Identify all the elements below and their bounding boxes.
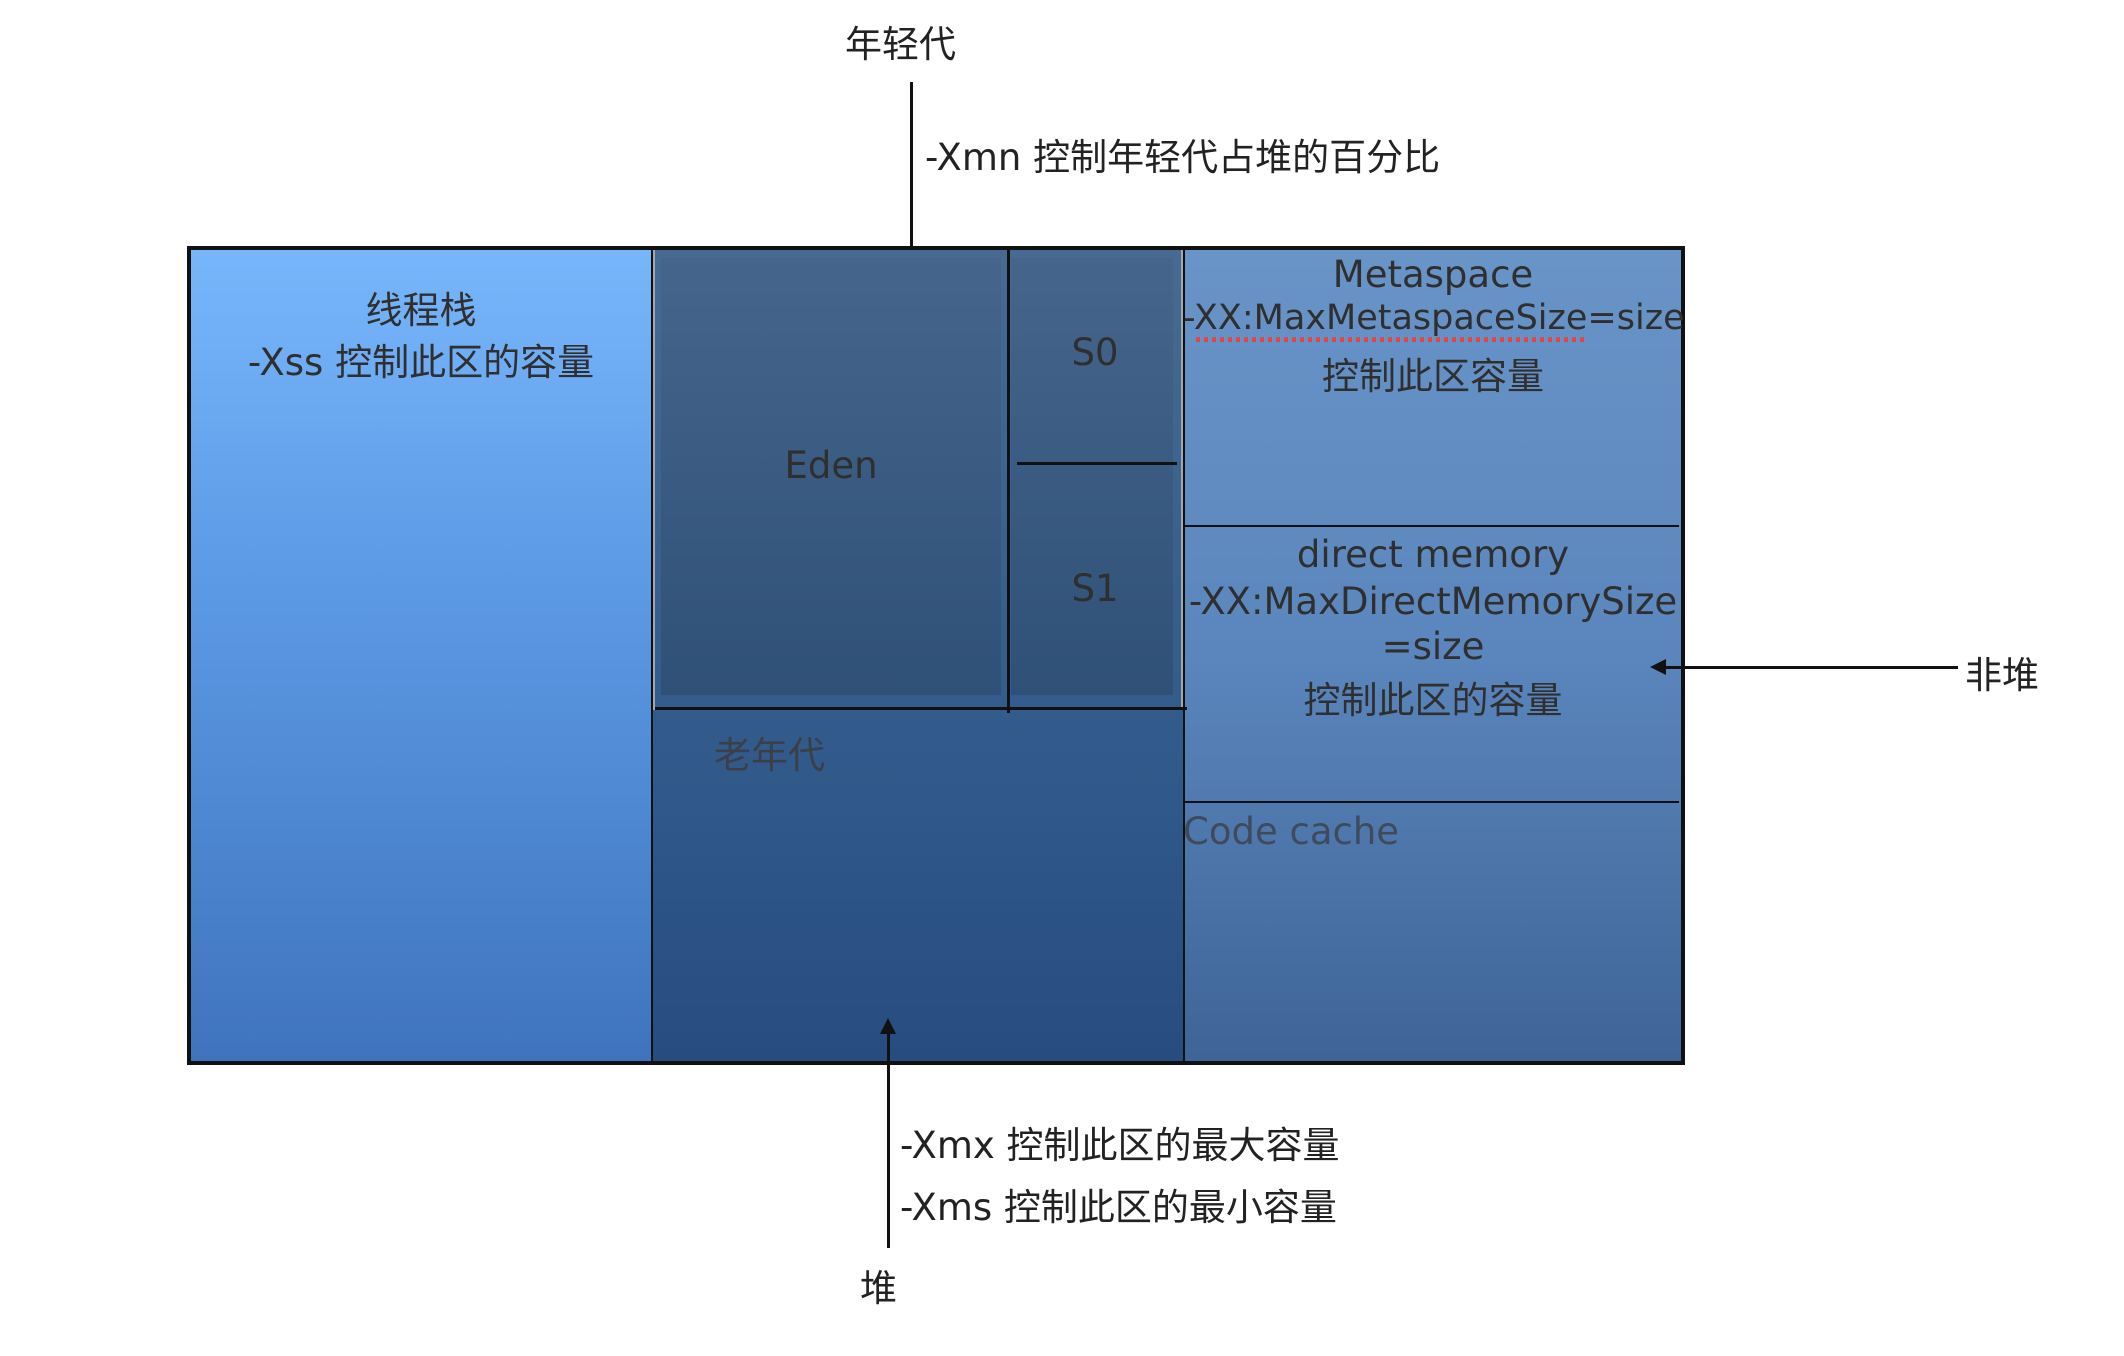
divider-metaspace-direct xyxy=(1185,525,1679,527)
young-arrow-line xyxy=(910,82,913,272)
heap-label: 堆 xyxy=(860,1267,897,1310)
divider-heap-nonheap xyxy=(1183,250,1185,1061)
divider-stack-heap xyxy=(651,250,653,1061)
metaspace-title: Metaspace xyxy=(1332,253,1534,296)
non-heap-arrow-line xyxy=(1662,666,1958,669)
divider-eden-survivor xyxy=(1007,250,1010,713)
direct-memory-flag-2: =size xyxy=(1381,625,1485,668)
heap-arrow-line xyxy=(887,1030,890,1248)
divider-direct-codecache xyxy=(1185,801,1679,803)
s0-label: S0 xyxy=(1071,331,1119,374)
metaspace-note: 控制此区容量 xyxy=(1322,355,1544,398)
divider-young-old xyxy=(655,707,1187,710)
metaspace-flag: -XX:MaxMetaspaceSize=size xyxy=(1183,298,1685,338)
young-generation-label: 年轻代 xyxy=(845,23,956,66)
heap-arrow-head xyxy=(880,1018,896,1034)
s1-label: S1 xyxy=(1071,567,1119,610)
thread-stack-region xyxy=(191,250,651,1061)
non-heap-region xyxy=(1185,250,1681,1061)
survivor-region xyxy=(1011,258,1173,695)
code-cache-label: Code cache xyxy=(1183,810,1400,853)
direct-memory-title: direct memory xyxy=(1296,533,1570,576)
eden-label: Eden xyxy=(784,444,878,487)
xmn-note: -Xmn 控制年轻代占堆的百分比 xyxy=(925,136,1441,179)
non-heap-label: 非堆 xyxy=(1965,654,2039,697)
spellcheck-underline xyxy=(1196,337,1588,342)
eden-region xyxy=(661,258,1001,695)
non-heap-arrow-head xyxy=(1650,659,1666,675)
direct-memory-note: 控制此区的容量 xyxy=(1303,679,1563,722)
thread-stack-title: 线程栈 xyxy=(365,289,477,332)
xms-note: -Xms 控制此区的最小容量 xyxy=(900,1186,1337,1229)
old-generation-label: 老年代 xyxy=(714,734,825,777)
xmx-note: -Xmx 控制此区的最大容量 xyxy=(900,1124,1340,1167)
xss-note: -Xss 控制此区的容量 xyxy=(247,341,595,384)
divider-s0-s1 xyxy=(1017,462,1177,465)
direct-memory-flag-1: -XX:MaxDirectMemorySize xyxy=(1188,580,1678,623)
memory-frame xyxy=(187,246,1685,1065)
